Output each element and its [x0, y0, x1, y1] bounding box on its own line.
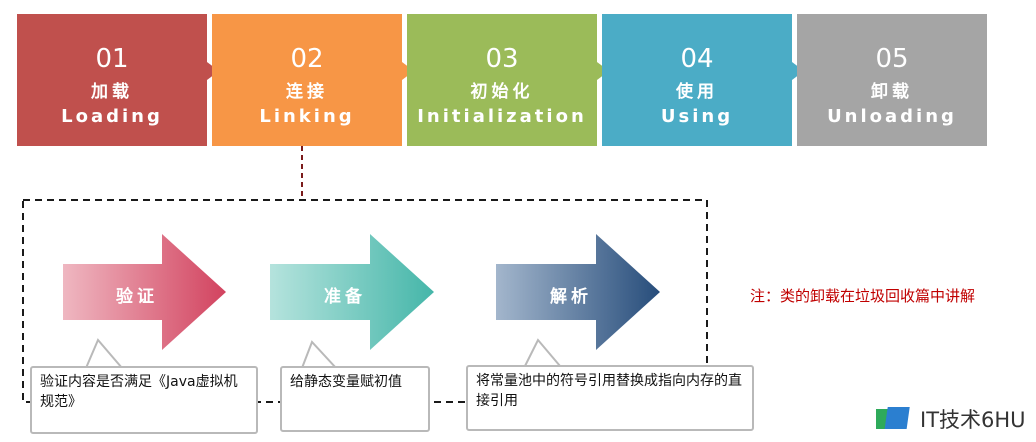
verify-description: 验证内容是否满足《Java虚拟机规范》 [30, 366, 258, 434]
stage-unloading: 05 卸载 Unloading [797, 14, 987, 146]
stage-title-en: Unloading [827, 106, 957, 127]
stage-title-zh: 加载 [91, 82, 133, 102]
stage-title-zh: 连接 [286, 82, 328, 102]
stage-number: 04 [680, 44, 714, 74]
stage-title-en: Loading [61, 106, 163, 127]
stage-title-en: Linking [259, 106, 355, 127]
stage-using: 04 使用 Using [602, 14, 792, 146]
resolve-arrow [496, 234, 660, 350]
stage-title-zh: 卸载 [871, 82, 913, 102]
unloading-note: 注：类的卸载在垃圾回收篇中讲解 [750, 287, 976, 305]
stage-number: 01 [95, 44, 129, 74]
logo-icon [876, 407, 910, 429]
stage-title-en: Using [660, 106, 734, 127]
watermark: IT技术6HU [874, 404, 1026, 434]
resolve-label: 解析 [550, 287, 592, 307]
stage-title-en: Initialization [417, 106, 587, 127]
stage-linking: 02 连接 Linking [212, 14, 402, 146]
prepare-description: 给静态变量赋初值 [280, 366, 430, 432]
verify-arrow [63, 234, 226, 350]
stage-title-zh: 初始化 [470, 82, 534, 102]
verify-label: 验证 [116, 287, 158, 307]
prepare-arrow [270, 234, 434, 350]
stage-number: 05 [875, 44, 909, 74]
resolve-description: 将常量池中的符号引用替换成指向内存的直接引用 [466, 365, 754, 431]
stage-loading: 01 加载 Loading [17, 14, 207, 146]
stage-title-zh: 使用 [676, 82, 718, 102]
stage-initialization: 03 初始化 Initialization [407, 14, 597, 146]
watermark-text: IT技术6HU [920, 408, 1026, 432]
stage-number: 02 [290, 44, 324, 74]
prepare-label: 准备 [324, 287, 366, 307]
stage-number: 03 [485, 44, 519, 74]
